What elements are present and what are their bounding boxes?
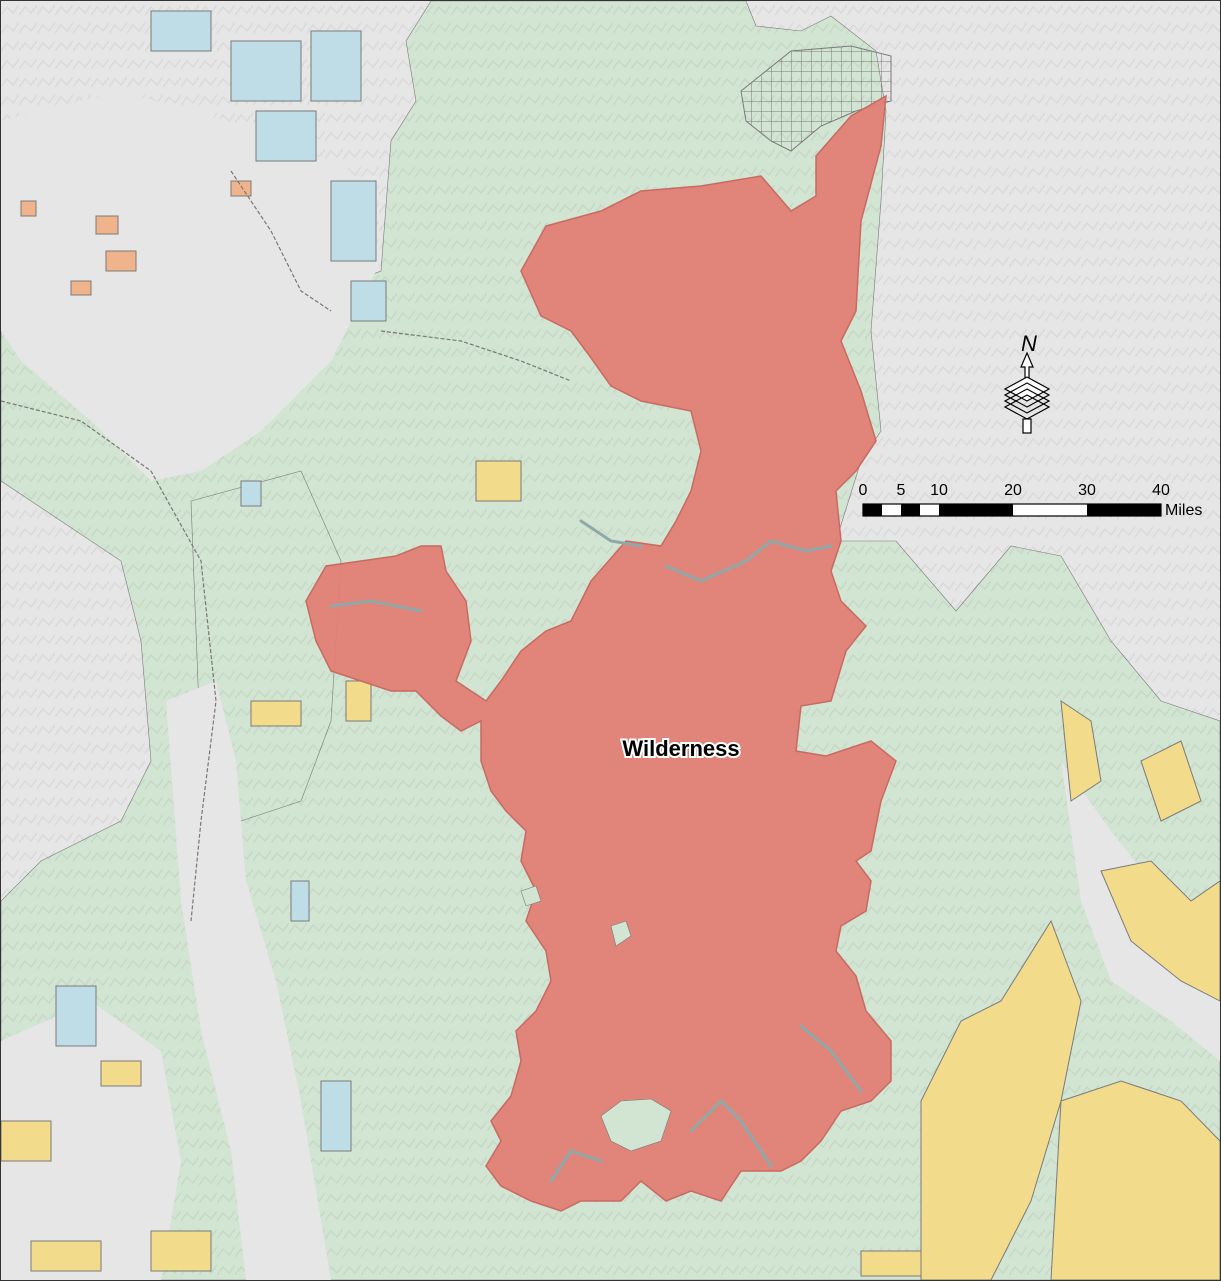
scale-tick-30: 30 [1078,482,1096,499]
wilderness-area-main [305,94,897,1212]
tribal-land-parcels [20,180,252,296]
state-land-parcels [55,10,387,1152]
scale-tick-40: 40 [1152,482,1170,499]
north-label: N [1021,331,1037,356]
scale-unit: Miles [1165,502,1202,519]
scale-tick-0: 0 [859,482,868,499]
hatched-area [740,45,892,152]
private-valley-north [1,91,381,481]
blm-land-parcels [1,460,1220,1280]
scale-tick-5: 5 [897,482,906,499]
wilderness-label: Wilderness [622,736,739,761]
scale-tick-20: 20 [1004,482,1022,499]
scale-tick-10: 10 [930,482,948,499]
private-valley-central [166,681,331,1280]
north-arrow-icon: N [1003,331,1051,434]
scale-bar: 0 5 10 20 30 40 Miles [859,482,1203,519]
river-lines [329,519,863,1183]
wilderness-inholdings [520,885,672,1152]
road-lines [1,170,572,922]
